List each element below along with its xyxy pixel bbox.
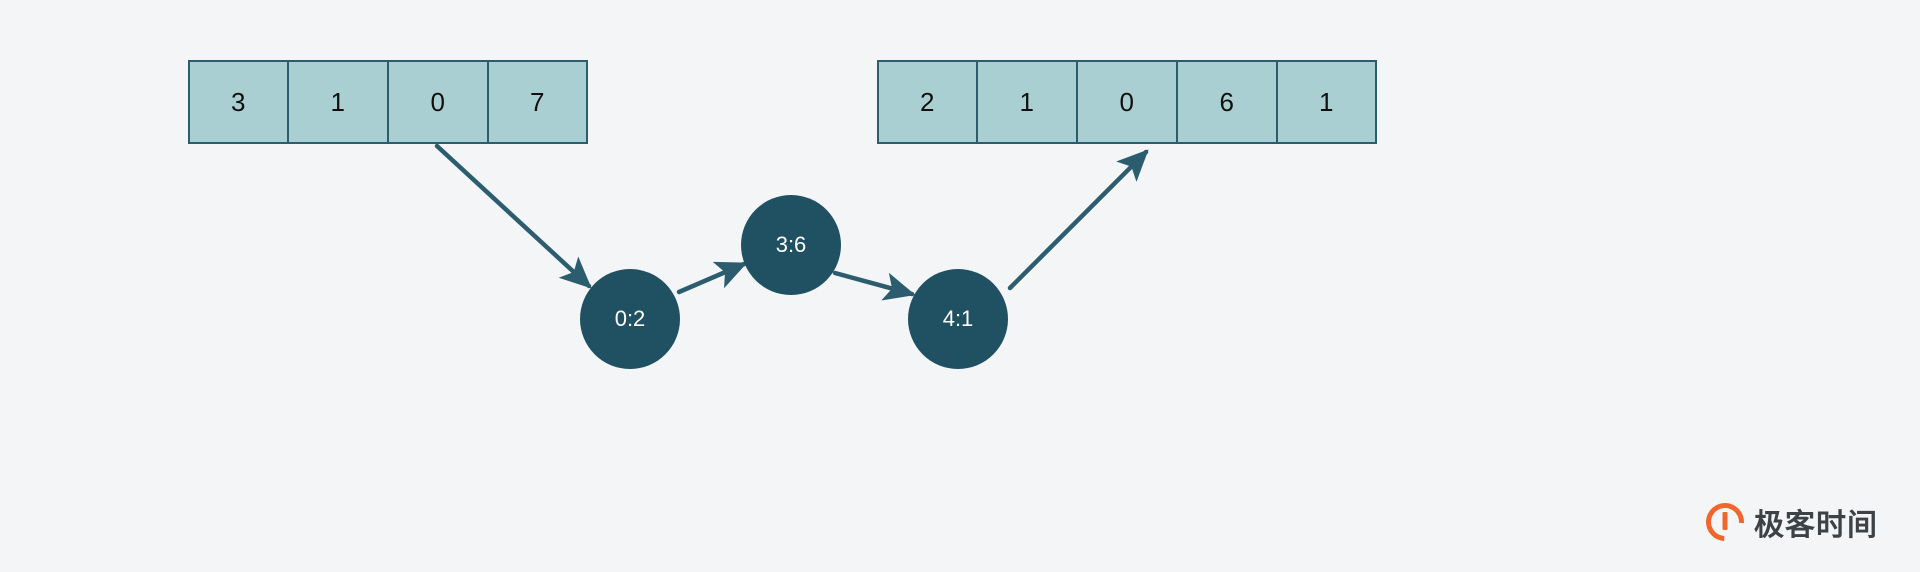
arrow-node-4-1-to-right-array bbox=[1007, 149, 1149, 291]
left-array-cell-1[interactable]: 1 bbox=[288, 60, 388, 144]
logo-wordmark: 极客时间 bbox=[1754, 508, 1878, 543]
right-array-cell-1[interactable]: 1 bbox=[977, 60, 1077, 144]
arrow-node-3-6-to-node-4-1 bbox=[832, 270, 916, 301]
arrow-layer bbox=[434, 143, 1149, 301]
logo-bar bbox=[1722, 512, 1728, 530]
node-3-6[interactable]: 3:6 bbox=[741, 195, 841, 295]
geekbang-mark-icon bbox=[1698, 495, 1752, 549]
node-4-1[interactable]: 4:1 bbox=[908, 269, 1008, 369]
left-array-cell-0[interactable]: 3 bbox=[188, 60, 288, 144]
arrow-left-array-to-node-0-2 bbox=[434, 143, 592, 289]
node-0-2[interactable]: 0:2 bbox=[580, 269, 680, 369]
right-array: 2 1 0 6 1 bbox=[877, 60, 1377, 144]
right-array-cell-2[interactable]: 0 bbox=[1077, 60, 1177, 144]
arrow-node-0-2-to-node-3-6 bbox=[676, 261, 748, 295]
left-array: 3 1 0 7 bbox=[188, 60, 588, 144]
node-4-1-label: 4:1 bbox=[942, 306, 974, 331]
node-3-6-label: 3:6 bbox=[775, 232, 807, 257]
right-array-cell-0[interactable]: 2 bbox=[877, 60, 977, 144]
geekbang-logo: 极客时间 bbox=[1698, 495, 1878, 549]
left-array-cell-3[interactable]: 7 bbox=[488, 60, 588, 144]
left-array-cell-2[interactable]: 0 bbox=[388, 60, 488, 144]
right-array-cell-3[interactable]: 6 bbox=[1177, 60, 1277, 144]
node-0-2-label: 0:2 bbox=[614, 306, 646, 331]
right-array-cell-4[interactable]: 1 bbox=[1277, 60, 1377, 144]
